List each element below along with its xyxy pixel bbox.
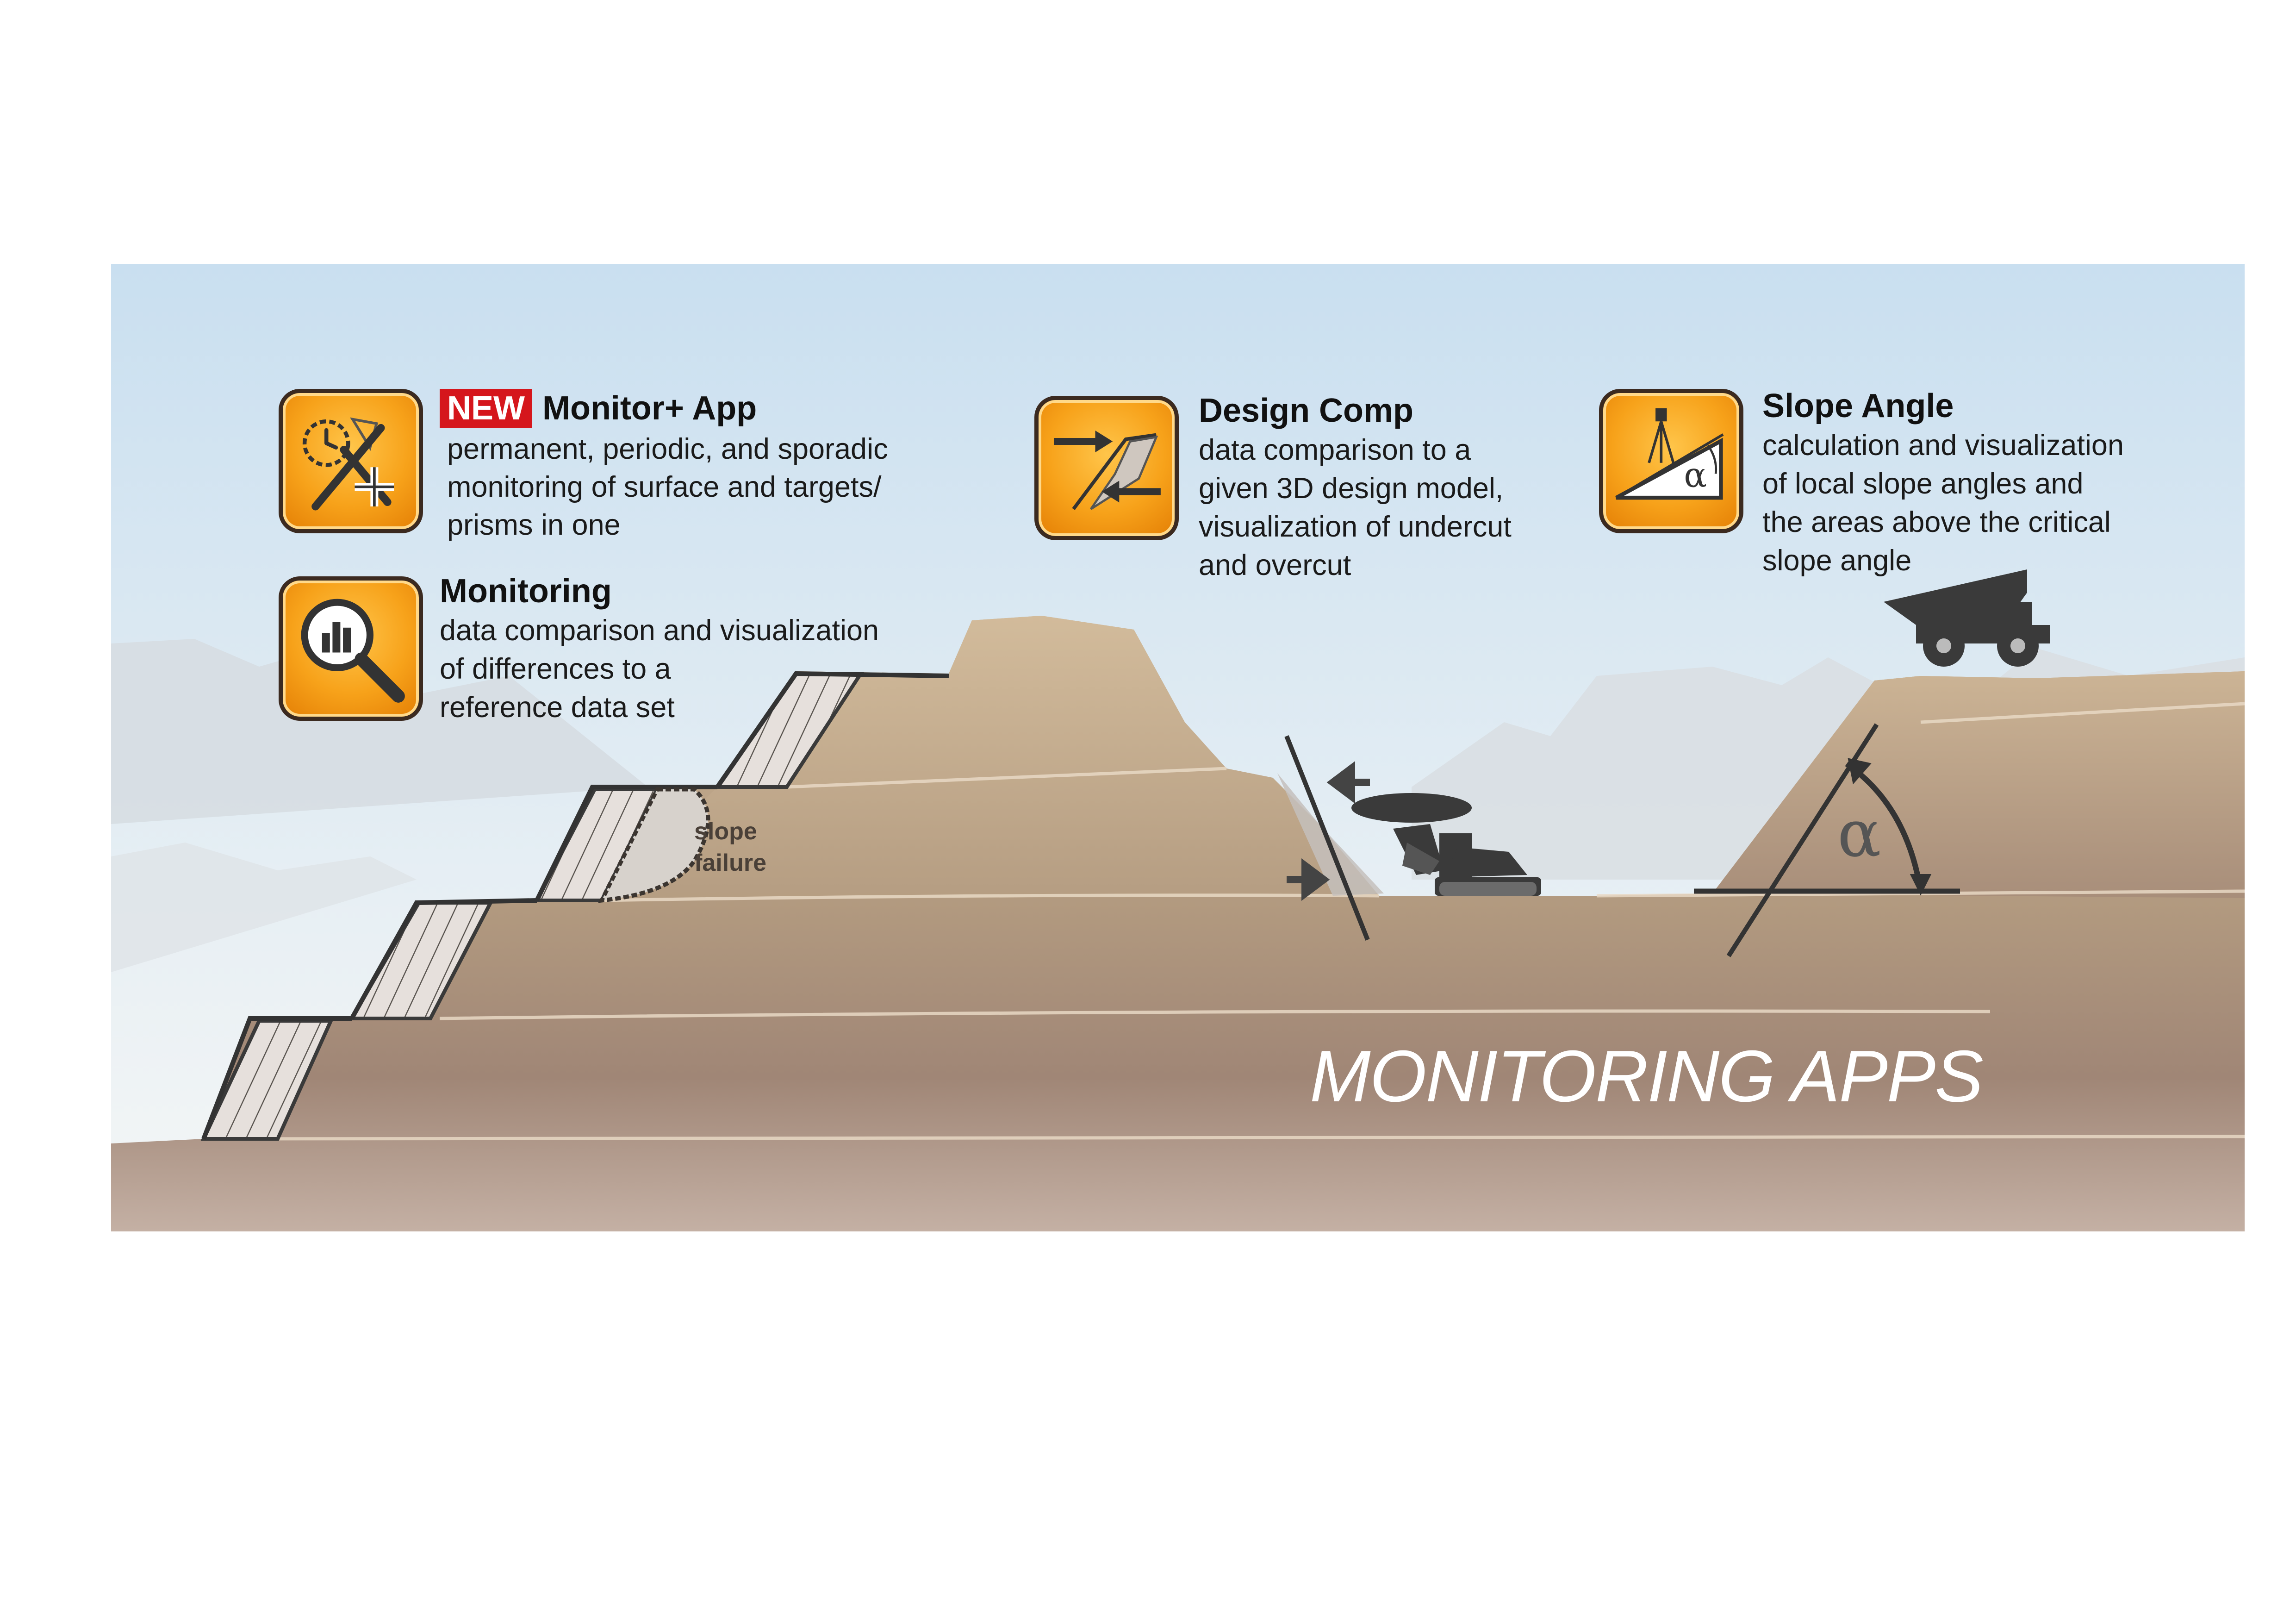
dump-truck-vehicle <box>1884 569 2050 667</box>
monitor-plus-title-text: Monitor+ App <box>542 390 757 427</box>
distant-mountains <box>111 639 648 824</box>
monitoring-title: Monitoring <box>440 573 612 610</box>
slope-arrows-icon[interactable] <box>1034 396 1179 540</box>
slope-angle-desc-1: calculation and visualization <box>1762 429 2124 462</box>
svg-text:α: α <box>1684 456 1707 495</box>
monitoring-desc-3: reference data set <box>440 691 675 724</box>
survey-angle-icon[interactable]: α <box>1599 389 1743 533</box>
footer-title: MONITORING APPS <box>1310 1036 1984 1117</box>
slope-failure-label-1: slope <box>694 818 757 845</box>
design-comp-title: Design Comp <box>1199 392 1414 429</box>
excavator-vehicle <box>1351 793 1541 896</box>
monitor-plus-desc-1: permanent, periodic, and sporadic <box>447 433 888 465</box>
terrain-ground <box>111 616 2245 1231</box>
slope-angle-desc-3: the areas above the critical <box>1762 506 2111 538</box>
design-comp-desc-1: data comparison to a <box>1199 434 1471 466</box>
design-comp-desc-3: visualization of undercut <box>1199 511 1512 543</box>
magnifier-chart-icon[interactable] <box>279 576 423 721</box>
monitor-plus-desc-2: monitoring of surface and targets/ <box>447 471 882 503</box>
slope-angle-diagram <box>1694 723 1960 957</box>
clock-tools-plus-icon[interactable] <box>279 389 423 533</box>
new-badge: NEW <box>440 389 532 428</box>
slope-failure-label-2: failure <box>694 849 767 876</box>
slope-angle-desc-4: slope angle <box>1762 544 1912 577</box>
design-comp-diagram <box>1277 735 1384 941</box>
monitoring-desc-2: of differences to a <box>440 653 671 685</box>
slope-failure-area <box>598 787 710 903</box>
slope-angle-title: Slope Angle <box>1762 387 1954 425</box>
monitor-plus-title: NEW Monitor+ App <box>440 389 757 428</box>
design-comp-desc-2: given 3D design model, <box>1199 472 1504 505</box>
alpha-symbol: α <box>1837 796 1881 872</box>
design-comp-desc-4: and overcut <box>1199 549 1351 581</box>
monitoring-desc-1: data comparison and visualization <box>440 614 879 647</box>
slope-angle-desc-2: of local slope angles and <box>1762 468 2084 500</box>
monitor-plus-desc-3: prisms in one <box>447 509 621 541</box>
